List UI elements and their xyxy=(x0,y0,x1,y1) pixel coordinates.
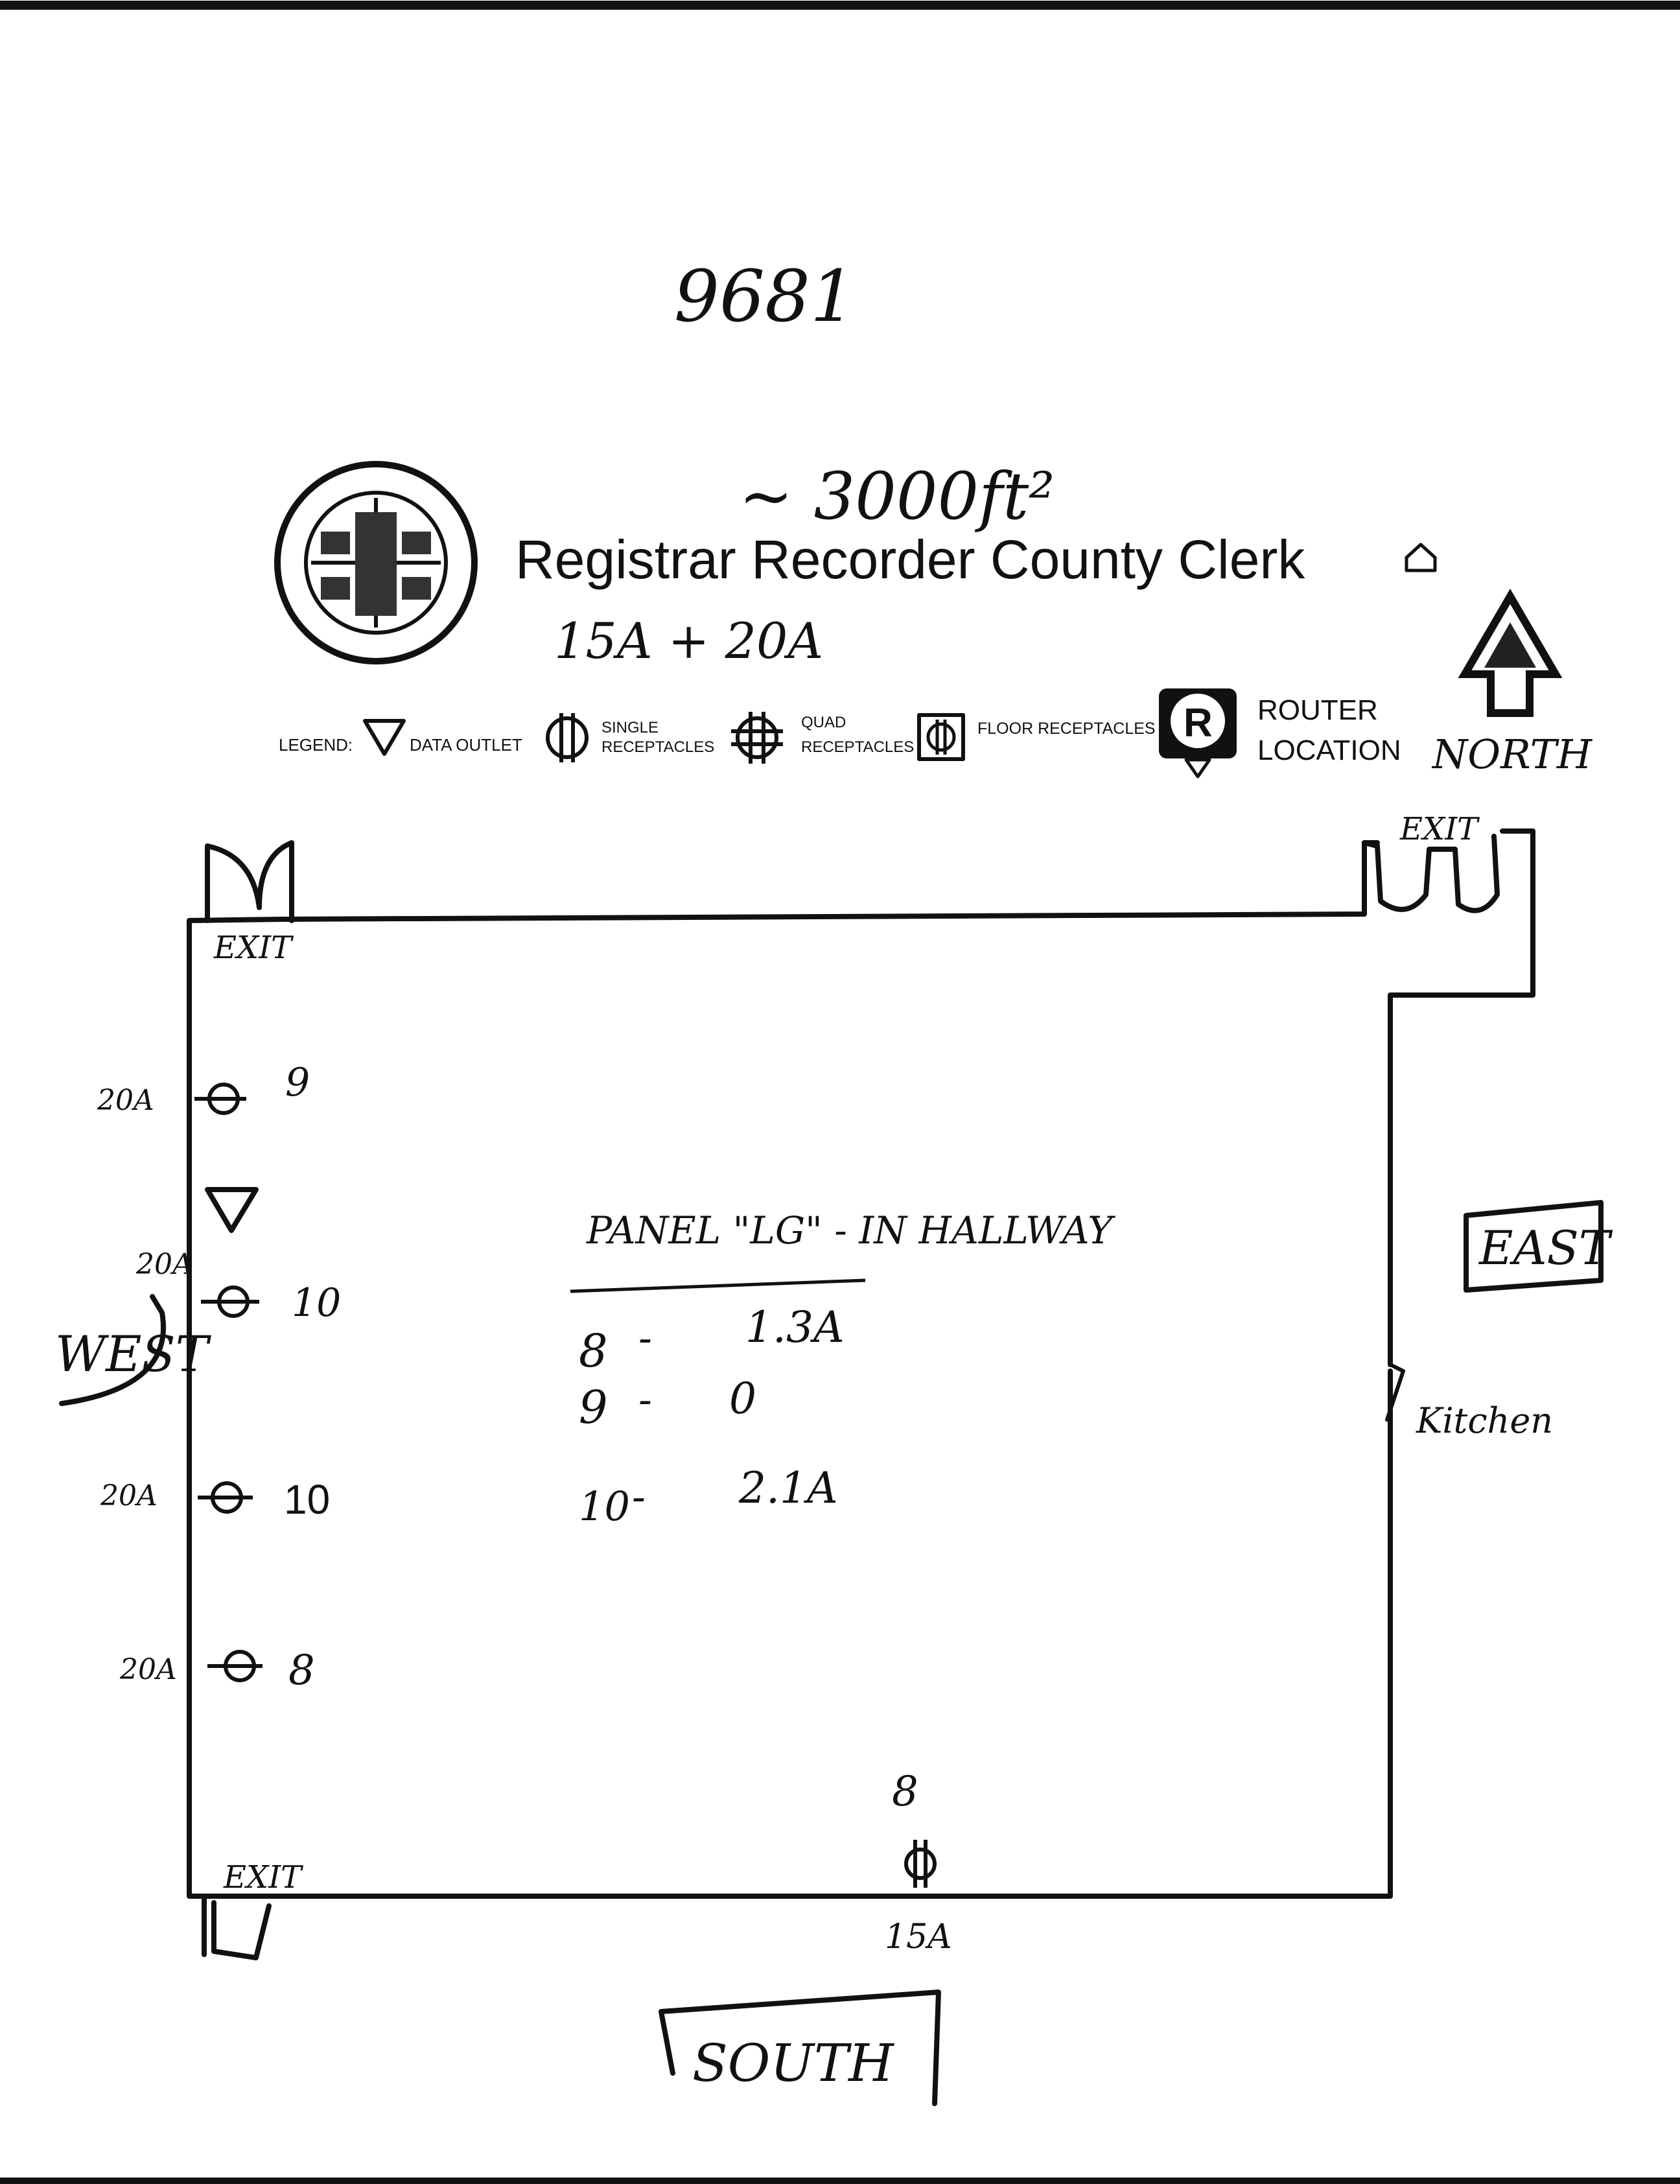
panel-row-3-dash: - xyxy=(632,1473,646,1520)
legend-data-outlet: DATA OUTLET xyxy=(410,735,522,755)
panel-note: PANEL "LG" - IN HALLWAY 8 - 1.3A 9 - 0 1… xyxy=(570,1208,1115,1530)
outlet-3: 20A 10 xyxy=(100,1476,330,1523)
panel-row-1-circuit: 8 xyxy=(579,1324,608,1378)
outlet-4: 20A 8 xyxy=(119,1647,315,1695)
outlet-1-amps: 20A xyxy=(97,1084,154,1117)
outlet-1: 20A 9 xyxy=(97,1060,310,1117)
outlet-2-amps: 20A xyxy=(135,1248,193,1281)
panel-row-3-value: 2.1A xyxy=(738,1463,838,1513)
floor-receptacle-icon xyxy=(904,1840,937,1888)
north-arrow-icon xyxy=(1458,589,1563,717)
outlet-2-circuit: 10 xyxy=(292,1280,341,1326)
south-label-box xyxy=(659,1990,941,2106)
panel-row-1-value: 1.3A xyxy=(745,1302,845,1352)
kitchen-door-mark xyxy=(1385,1363,1405,1422)
county-seal-logo xyxy=(274,461,478,664)
outlet-2: 20A 10 xyxy=(135,1248,341,1326)
circuit-note: 15A + 20A xyxy=(554,612,823,670)
data-outlet-icon xyxy=(205,1187,259,1233)
legend-single-line2: RECEPTACLES xyxy=(601,738,714,756)
single-receptacle-icon xyxy=(546,713,589,762)
panel-row-2-value: 0 xyxy=(729,1374,756,1424)
door-ne-icon xyxy=(1362,834,1500,913)
west-label: WEST xyxy=(55,1325,212,1383)
panel-row-2-dash: - xyxy=(638,1376,652,1423)
quad-receptacle-icon xyxy=(731,712,783,764)
door-sw-icon xyxy=(202,1894,272,1960)
legend-single-line1: SINGLE xyxy=(601,719,659,736)
router-icon xyxy=(1159,688,1237,779)
outlet-3-circuit: 10 xyxy=(284,1476,330,1523)
legend-quad-line1: QUAD xyxy=(801,714,846,731)
floor-receptacle-icon xyxy=(917,713,965,761)
legend: LEGEND: DATA OUTLET SINGLE RECEPTACLES Q… xyxy=(279,688,1401,779)
page-number: 9681 xyxy=(674,255,856,338)
home-icon xyxy=(1405,543,1437,572)
south-label: SOUTH xyxy=(692,2033,895,2093)
exit-label-nw: EXIT xyxy=(213,930,294,966)
outlet-3-amps: 20A xyxy=(100,1479,158,1512)
area-note: ~ 3000ft² xyxy=(739,458,1055,534)
legend-router-line2: LOCATION xyxy=(1257,734,1401,766)
panel-row-2-circuit: 9 xyxy=(579,1381,608,1434)
exit-label-ne: EXIT xyxy=(1399,811,1480,847)
floor-outlet: 8 15A xyxy=(885,1768,952,1956)
east-label-box xyxy=(1464,1200,1604,1293)
legend-quad-line2: RECEPTACLES xyxy=(801,738,914,756)
floor-outlet-amps: 15A xyxy=(885,1918,952,1956)
panel-row-3-circuit: 10 xyxy=(579,1483,630,1530)
outlet-4-circuit: 8 xyxy=(288,1647,315,1695)
legend-floor: FLOOR RECEPTACLES xyxy=(977,720,1156,738)
floor-outlet-circuit: 8 xyxy=(892,1768,918,1816)
page-title: Registrar Recorder County Clerk xyxy=(515,529,1305,590)
west-label-box xyxy=(59,1294,167,1406)
outlet-1-circuit: 9 xyxy=(285,1060,310,1105)
router-letter: R xyxy=(1184,701,1213,746)
outlet-4-amps: 20A xyxy=(119,1653,177,1686)
exit-label-sw: EXIT xyxy=(223,1859,303,1896)
legend-label: LEGEND: xyxy=(279,735,353,755)
panel-heading: PANEL "LG" - IN HALLWAY xyxy=(586,1208,1115,1252)
legend-router-line1: ROUTER xyxy=(1257,694,1378,726)
building-outline xyxy=(187,828,1535,1899)
door-nw-icon xyxy=(205,840,294,923)
data-outlet-icon xyxy=(363,719,406,756)
east-label: EAST xyxy=(1478,1221,1613,1275)
north-label: NORTH xyxy=(1431,731,1593,778)
kitchen-label: Kitchen xyxy=(1416,1400,1553,1441)
panel-row-1-dash: - xyxy=(638,1314,652,1361)
